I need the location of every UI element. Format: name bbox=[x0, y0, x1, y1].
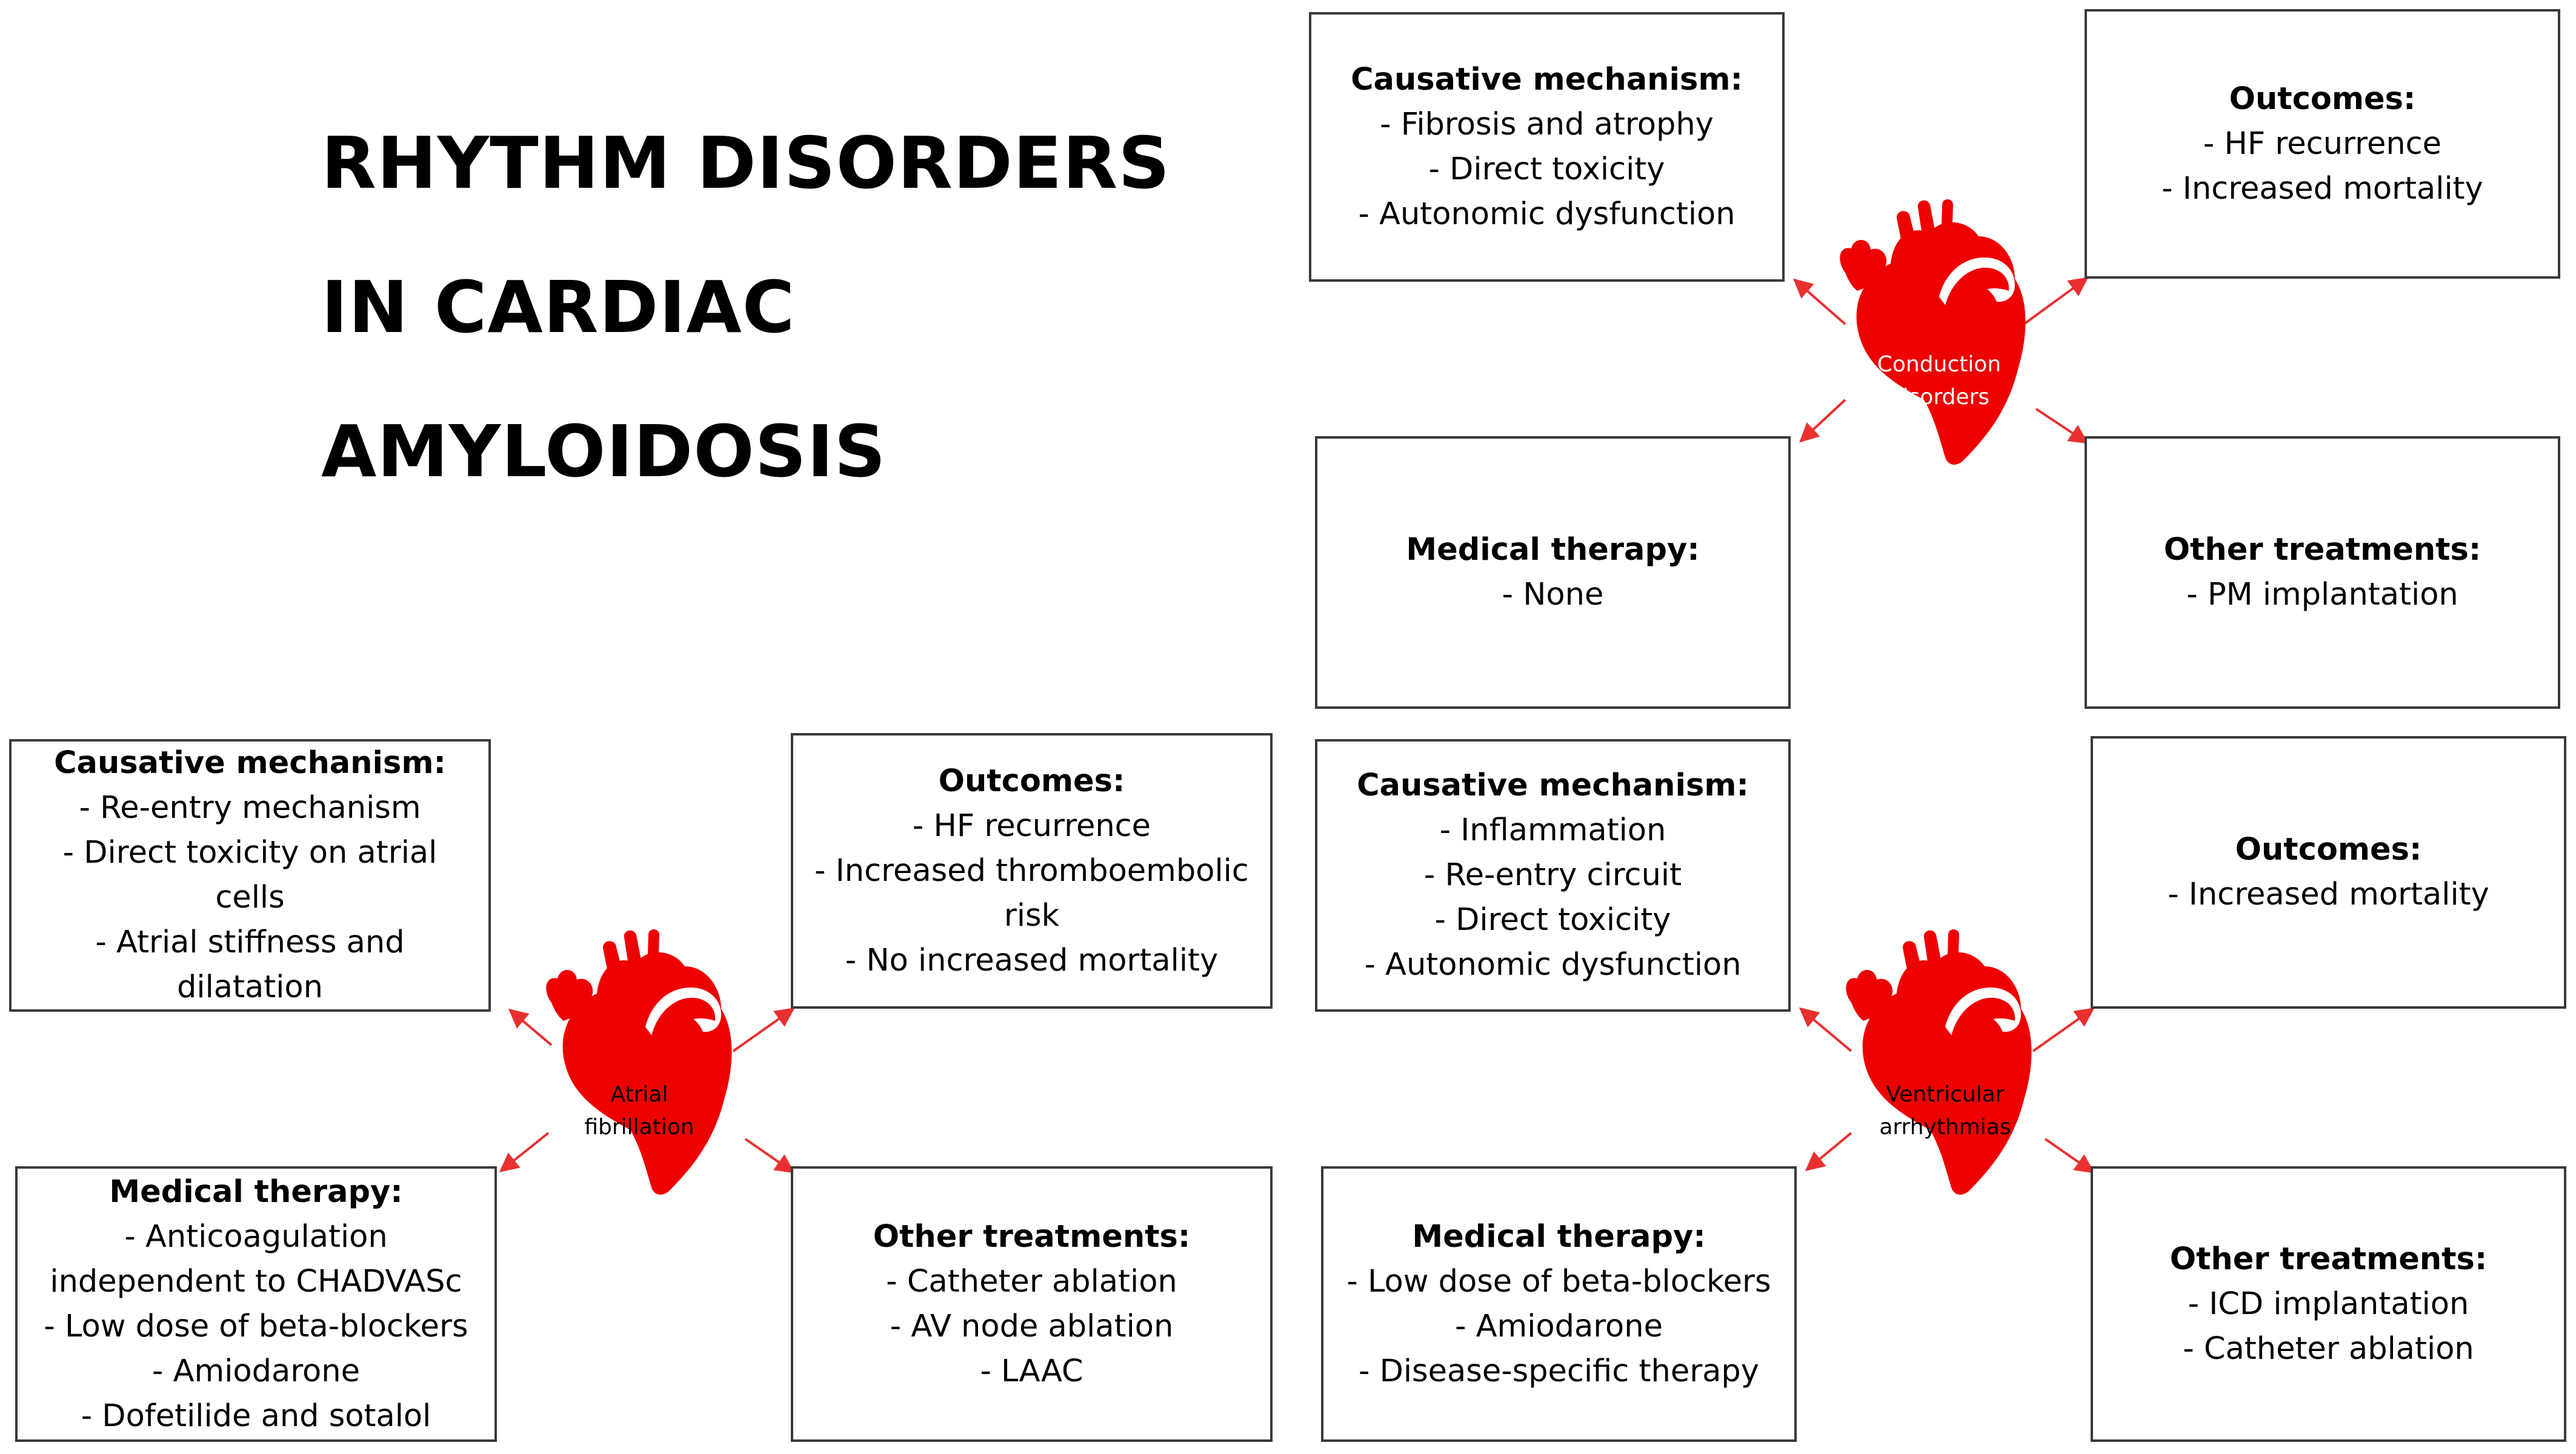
box-item: - Dofetilide and sotalol bbox=[81, 1398, 431, 1434]
box-item: - Low dose of beta-blockers bbox=[1346, 1263, 1771, 1300]
box-item: - Amiodarone bbox=[152, 1353, 360, 1389]
box-item: - LAAC bbox=[980, 1353, 1083, 1389]
box-item: - Direct toxicity bbox=[1434, 902, 1671, 938]
box-heading: Outcomes: bbox=[2229, 81, 2416, 117]
conduction-other-box: Other treatments: - PM implantation bbox=[2085, 436, 2560, 709]
heart-af-icon bbox=[539, 929, 745, 1203]
heart-va-icon bbox=[1839, 929, 2045, 1203]
box-item: - Fibrosis and atrophy bbox=[1380, 106, 1714, 142]
diagram-title: RHYTHM DISORDERS IN CARDIAC AMYLOIDOSIS bbox=[321, 91, 1170, 523]
box-heading: Medical therapy: bbox=[1412, 1218, 1706, 1255]
box-heading: Causative mechanism: bbox=[1357, 768, 1749, 803]
box-item: - Autonomic dysfunction bbox=[1358, 196, 1736, 232]
box-item: - Low dose of beta-blockers bbox=[44, 1308, 468, 1344]
box-item: - Increased thromboembolic bbox=[814, 852, 1249, 889]
box-item: risk bbox=[1003, 897, 1060, 934]
box-item: - Disease-specific therapy bbox=[1359, 1353, 1759, 1389]
box-item: - HF recurrence bbox=[2203, 125, 2442, 162]
box-item: - None bbox=[1502, 577, 1604, 612]
box-item: - HF recurrence bbox=[912, 808, 1151, 844]
va-medical-box: Medical therapy: - Low dose of beta-block… bbox=[1321, 1166, 1797, 1442]
box-item: - Inflammation bbox=[1439, 812, 1666, 848]
heart-conduction-icon bbox=[1833, 199, 2039, 473]
box-heading: Outcomes: bbox=[938, 763, 1125, 799]
box-item: independent to CHADVASc bbox=[50, 1263, 462, 1300]
box-item: - AV node ablation bbox=[890, 1308, 1174, 1344]
box-heading: Other treatments: bbox=[2163, 532, 2481, 568]
title-line-3: AMYLOIDOSIS bbox=[321, 410, 887, 493]
heart-conduction-label: Conduction disorders bbox=[1877, 352, 2002, 410]
box-heading: Other treatments: bbox=[2169, 1241, 2488, 1277]
box-item: - Catheter ablation bbox=[2183, 1330, 2474, 1367]
box-item: - Re-entry mechanism bbox=[79, 790, 421, 826]
arrow-va-other bbox=[2044, 1138, 2095, 1173]
box-heading: Medical therapy: bbox=[1406, 532, 1700, 568]
af-other-box: Other treatments: - Catheter ablation - AV… bbox=[791, 1166, 1273, 1442]
box-item: - Autonomic dysfunction bbox=[1364, 947, 1742, 983]
va-causative-box: Causative mechanism: - Inflammation - Re-e… bbox=[1315, 739, 1791, 1012]
box-item: - Re-entry circuit bbox=[1423, 857, 1682, 893]
af-causative-box: Causative mechanism: - Re-entry mechanism… bbox=[9, 739, 491, 1012]
box-heading: Outcomes: bbox=[2235, 832, 2422, 868]
af-medical-box: Medical therapy: - Anticoagulation indepen… bbox=[15, 1166, 497, 1442]
box-heading: Medical therapy: bbox=[109, 1173, 403, 1210]
heart-af-label: Atrial fibrillation bbox=[584, 1082, 694, 1140]
box-item: - Direct toxicity on atrial cells bbox=[62, 835, 438, 915]
va-other-box: Other treatments: - ICD implantation - Cat… bbox=[2091, 1166, 2566, 1442]
box-item: - PM implantation bbox=[2186, 577, 2458, 612]
arrow-af-other bbox=[744, 1138, 795, 1173]
conduction-medical-box: Medical therapy: - None bbox=[1315, 436, 1791, 709]
heart-va-label: Ventricular arrhythmias bbox=[1879, 1082, 2011, 1140]
conduction-outcomes-box: Outcomes: - HF recurrence - Increased mort… bbox=[2085, 9, 2560, 279]
arrow-conduction-other bbox=[2035, 408, 2089, 444]
box-item: - Amiodarone bbox=[1455, 1308, 1663, 1344]
box-heading: Causative mechanism: bbox=[54, 745, 446, 781]
box-item: - Anticoagulation bbox=[124, 1218, 388, 1255]
va-outcomes-box: Outcomes: - Increased mortality bbox=[2091, 736, 2566, 1009]
box-heading: Causative mechanism: bbox=[1351, 61, 1743, 98]
box-item: - Increased mortality bbox=[2162, 170, 2483, 207]
box-item: - Atrial stiffness and dilatation bbox=[95, 925, 405, 1005]
box-item: - Catheter ablation bbox=[886, 1263, 1177, 1300]
af-outcomes-box: Outcomes: - HF recurrence - Increased thro… bbox=[791, 733, 1273, 1009]
conduction-causative-box: Causative mechanism: - Fibrosis and atrop… bbox=[1309, 12, 1785, 282]
box-item: - ICD implantation bbox=[2188, 1286, 2469, 1322]
title-line-1: RHYTHM DISORDERS bbox=[321, 121, 1171, 205]
box-item: - No increased mortality bbox=[845, 942, 1219, 978]
title-line-2: IN CARDIAC bbox=[321, 265, 796, 349]
box-item: - Increased mortality bbox=[2168, 877, 2489, 912]
box-heading: Other treatments: bbox=[873, 1218, 1191, 1255]
box-item: - Direct toxicity bbox=[1428, 151, 1665, 187]
